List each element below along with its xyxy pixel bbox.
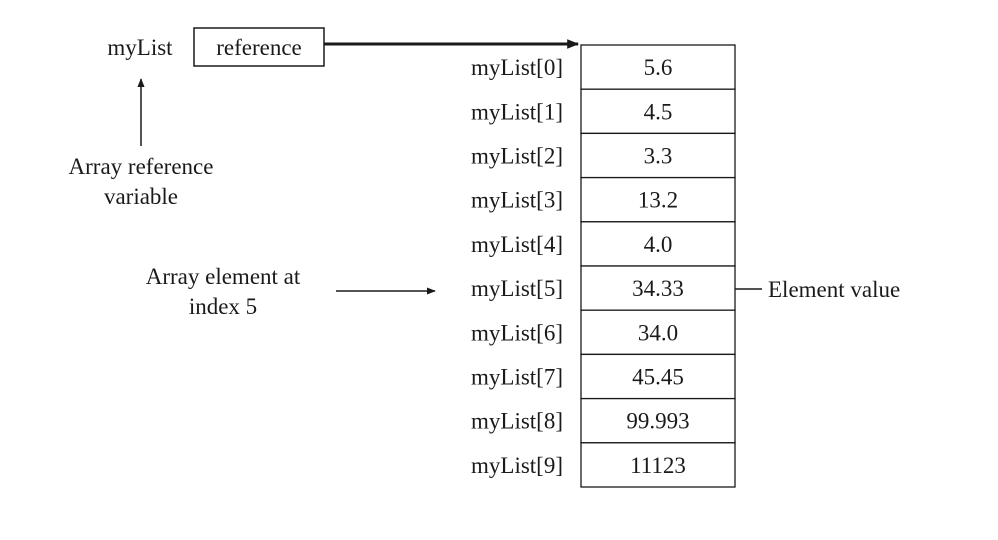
element-value-label: Element value (768, 277, 900, 302)
array-index-label: myList[9] (471, 453, 563, 478)
array-index-label: myList[7] (471, 365, 563, 390)
reference-box-label: reference (216, 35, 302, 60)
array-cell-value: 13.2 (638, 188, 678, 213)
array-cell (580, 442, 736, 488)
array-index-label: myList[5] (471, 276, 563, 301)
array-cell-value: 99.993 (626, 409, 689, 434)
array-cell (580, 88, 736, 135)
reference-box (193, 27, 325, 67)
array-rows: 5.6 myList[0] 4.5 myList[1] 3.3 myList[2] 13.2… (471, 44, 736, 488)
array-cell-value: 5.6 (644, 55, 673, 80)
variable-name: myList (107, 35, 173, 60)
element-at-index-label-line1: Array element at (146, 264, 301, 289)
array-cell (580, 221, 736, 267)
array-index-label: myList[3] (471, 188, 563, 213)
reference-variable-label-line1: Array reference (69, 154, 214, 179)
array-index-label: myList[4] (471, 232, 563, 257)
array-cell-value: 34.33 (632, 276, 684, 301)
array-cell-value: 4.5 (644, 99, 673, 124)
element-at-index-label-line2: index 5 (189, 294, 257, 319)
array-cell (580, 176, 736, 223)
array-cell (580, 309, 736, 356)
array-index-label: myList[6] (471, 320, 563, 345)
array-cell-value: 45.45 (632, 365, 684, 390)
array-index-label: myList[1] (471, 99, 563, 124)
array-index-label: myList[8] (471, 409, 563, 434)
array-index-label: myList[2] (471, 144, 563, 169)
array-cell-value: 4.0 (644, 232, 673, 257)
array-cell-value: 34.0 (638, 320, 678, 345)
reference-variable-label-line2: variable (104, 184, 178, 209)
array-cell (580, 265, 736, 311)
array-cell (580, 397, 736, 444)
array-cell (580, 353, 736, 400)
array-cell-value: 3.3 (644, 144, 673, 169)
array-index-label: myList[0] (471, 55, 563, 80)
array-cell (580, 132, 736, 179)
array-cell-value: 11123 (630, 453, 686, 478)
